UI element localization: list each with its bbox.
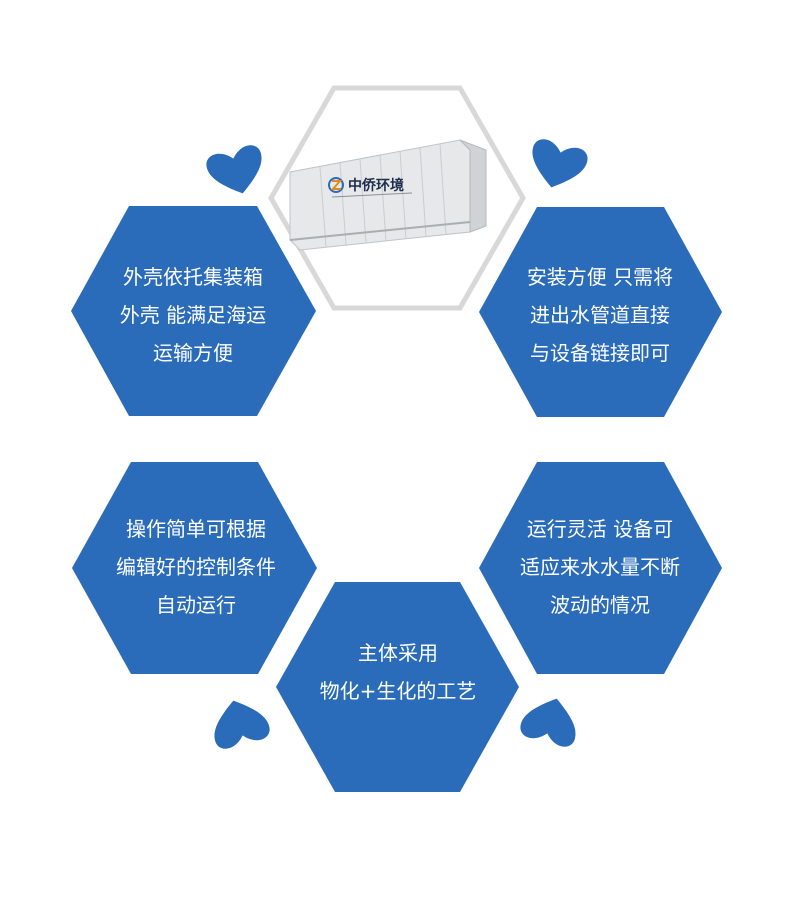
hex-text-line: 适应来水水量不断 [520, 555, 680, 579]
logo-text: 中侨环境 [348, 177, 404, 194]
hex-text-line: 物化+生化的工艺 [320, 679, 477, 703]
heart-icon [214, 700, 270, 749]
hex-text-line: 运输方便 [153, 341, 233, 365]
heart-icon [206, 145, 262, 194]
hex-text-line: 波动的情况 [550, 593, 650, 617]
hex-text-line: 编辑好的控制条件 [116, 555, 276, 579]
hex-text-line: 进出水管道直接 [530, 303, 670, 327]
hex-text-line: 与设备链接即可 [530, 341, 670, 365]
hexagon-middle-left: 操作简单可根据 编辑好的控制条件 自动运行 [72, 462, 317, 674]
hexagon-top-left: 外壳依托集装箱 外壳 能满足海运 运输方便 [71, 206, 316, 416]
zhongqiao-logo-icon [328, 177, 344, 193]
hex-text-line: 主体采用 [358, 641, 438, 665]
hex-text-line: 外壳 能满足海运 [120, 303, 266, 327]
hex-text-line: 外壳依托集装箱 [123, 265, 263, 289]
shipping-container-image: 中侨环境 [289, 139, 487, 251]
hex-text-line: 运行灵活 设备可 [527, 517, 673, 541]
hex-text-line: 操作简单可根据 [126, 517, 266, 541]
heart-icon [532, 139, 588, 188]
hex-text-line: 安装方便 只需将 [527, 265, 673, 289]
hex-text-line: 自动运行 [156, 593, 236, 617]
center-hexagon: 中侨环境 [268, 85, 526, 311]
heart-icon [520, 698, 576, 747]
hexagon-middle-right: 运行灵活 设备可 适应来水水量不断 波动的情况 [479, 462, 722, 674]
hexagon-bottom: 主体采用 物化+生化的工艺 [276, 582, 519, 792]
hexagon-top-right: 安装方便 只需将 进出水管道直接 与设备链接即可 [479, 207, 722, 417]
